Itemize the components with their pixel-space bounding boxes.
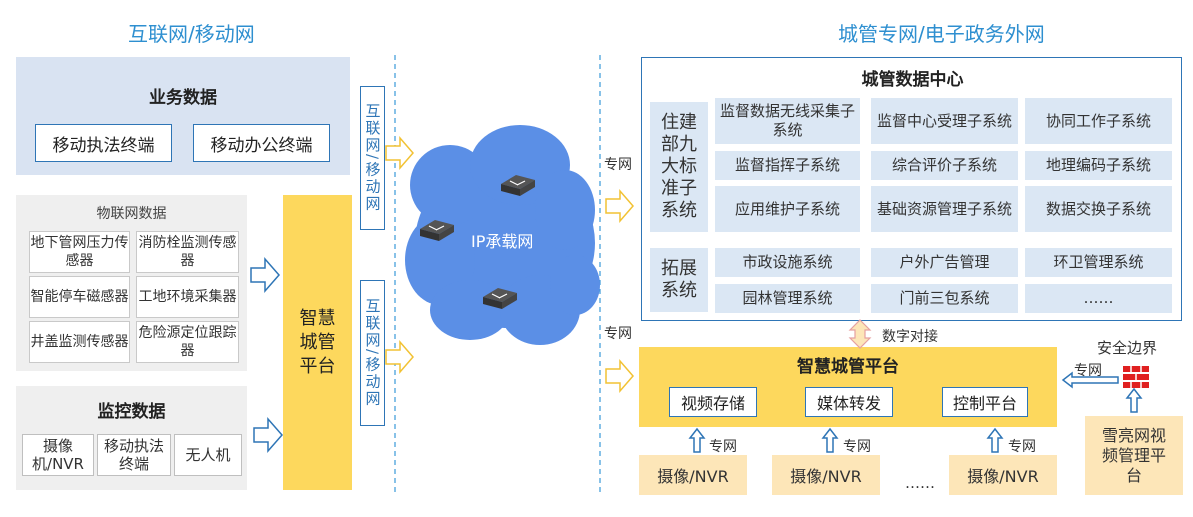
zhuanwang-label-3: 专网 xyxy=(1074,363,1102,379)
business-data-title: 业务数据 xyxy=(149,87,217,108)
smart-urban-platform-left: 智慧城管平台 xyxy=(283,195,352,490)
blue-arrows xyxy=(250,257,1143,453)
security-boundary-label: 安全边界 xyxy=(1097,339,1158,357)
digital-docking-label: 数字对接 xyxy=(882,329,938,345)
zhuanwang-label-1: 专网 xyxy=(604,157,632,173)
subsystem-basic-resources: 基础资源管理子系统 xyxy=(871,186,1018,232)
router-icon-2 xyxy=(420,220,454,241)
media-forwarding-box: 媒体转发 xyxy=(805,387,893,417)
video-storage-box: 视频存储 xyxy=(669,387,757,417)
control-platform-box: 控制平台 xyxy=(942,387,1028,417)
router-icon-3 xyxy=(483,288,517,309)
arrow-up-icon xyxy=(1125,387,1143,413)
monitor-mobile-terminal: 移动执法终端 xyxy=(97,434,171,476)
network-label-top: 互联网/移动网 xyxy=(360,86,385,230)
subsystem-data-exchange: 数据交换子系统 xyxy=(1025,186,1172,232)
camera-nvr-box-3: 摄像/NVR xyxy=(949,455,1057,495)
ext-outdoor-ads: 户外广告管理 xyxy=(871,248,1018,277)
xueliang-video-platform-label: 雪亮网视频管理平台 xyxy=(1101,425,1166,485)
monitor-camera-nvr: 摄像机/NVR xyxy=(22,434,94,476)
subsystem-command: 监督指挥子系统 xyxy=(715,151,860,180)
monitor-data-title: 监控数据 xyxy=(97,401,166,422)
subsystem-wireless-collection: 监督数据无线采集子系统 xyxy=(715,98,860,144)
zhuanwang-label-6: 专网 xyxy=(1008,439,1036,455)
arrow-left-icon xyxy=(1061,371,1119,389)
smart-urban-platform-right: 智慧城管平台 视频存储 媒体转发 控制平台 xyxy=(639,347,1057,427)
extended-systems-label-text: 拓展系统 xyxy=(661,258,697,301)
iot-data-panel: 物联网数据 地下管网压力传感器 消防栓监测传感器 智能停车磁感器 工地环境采集器… xyxy=(16,195,247,371)
data-center-title: 城管数据中心 xyxy=(861,69,964,90)
network-label-top-text: 互联网/移动网 xyxy=(363,103,382,213)
arrow-right-icon xyxy=(250,257,280,293)
data-center-panel: 城管数据中心 住建部九大标准子系统 监督数据无线采集子系统 监督中心受理子系统 … xyxy=(641,57,1182,321)
monitor-drone: 无人机 xyxy=(174,434,242,476)
subsystem-collaboration: 协同工作子系统 xyxy=(1025,98,1172,144)
iot-sensor-hydrant: 消防栓监测传感器 xyxy=(136,231,239,273)
arrow-up-icon xyxy=(688,427,706,453)
arrow-right-icon xyxy=(253,417,283,453)
arrow-right-icon xyxy=(385,135,414,171)
smart-urban-platform-left-label: 智慧城管平台 xyxy=(299,307,336,377)
double-arrow-icon xyxy=(848,319,872,349)
ext-storefront: 门前三包系统 xyxy=(871,284,1018,313)
zhuanwang-label-2: 专网 xyxy=(604,326,632,342)
camera-nvr-box-2: 摄像/NVR xyxy=(772,455,880,495)
ext-more: …… xyxy=(1025,284,1172,313)
iot-sensor-parking: 智能停车磁感器 xyxy=(29,276,130,318)
arrow-right-icon xyxy=(385,339,414,375)
camera-more-ellipsis: …… xyxy=(905,474,935,492)
network-label-bottom-text: 互联网/移动网 xyxy=(363,298,382,408)
smart-urban-platform-right-title: 智慧城管平台 xyxy=(797,356,899,377)
network-label-bottom: 互联网/移动网 xyxy=(360,280,385,426)
router-icon-1 xyxy=(501,175,535,196)
iot-sensor-manhole: 井盖监测传感器 xyxy=(29,321,130,363)
ext-municipal-facilities: 市政设施系统 xyxy=(715,248,860,277)
left-header: 互联网/移动网 xyxy=(128,22,255,46)
extended-systems-label: 拓展系统 xyxy=(650,248,708,312)
right-header: 城管专网/电子政务外网 xyxy=(838,22,1045,46)
subsystem-geocoding: 地理编码子系统 xyxy=(1025,151,1172,180)
subsystem-monitor-center: 监督中心受理子系统 xyxy=(871,98,1018,144)
ext-landscaping: 园林管理系统 xyxy=(715,284,860,313)
business-data-panel: 业务数据 移动执法终端 移动办公终端 xyxy=(16,57,350,175)
arrow-up-icon xyxy=(986,427,1004,453)
arrow-right-icon xyxy=(605,358,634,394)
xueliang-video-platform: 雪亮网视频管理平台 xyxy=(1085,416,1183,495)
iot-data-title: 物联网数据 xyxy=(96,206,167,222)
ip-network-label: IP承载网 xyxy=(471,232,534,251)
camera-nvr-box-1: 摄像/NVR xyxy=(639,455,747,495)
mobile-office-terminal: 移动办公终端 xyxy=(193,124,330,162)
yellow-arrows xyxy=(385,135,634,394)
standard-subsystems-label: 住建部九大标准子系统 xyxy=(650,102,708,232)
subsystem-evaluation: 综合评价子系统 xyxy=(871,151,1018,180)
subsystem-maintenance: 应用维护子系统 xyxy=(715,186,860,232)
iot-sensor-construction: 工地环境采集器 xyxy=(136,276,239,318)
monitor-data-panel: 监控数据 摄像机/NVR 移动执法终端 无人机 xyxy=(16,386,247,490)
zhuanwang-label-5: 专网 xyxy=(843,439,871,455)
iot-sensor-pipe-pressure: 地下管网压力传感器 xyxy=(29,231,130,273)
arrow-up-icon xyxy=(821,427,839,453)
mobile-enforcement-terminal: 移动执法终端 xyxy=(35,124,172,162)
arrow-right-icon xyxy=(605,188,634,224)
iot-sensor-hazard-tracker: 危险源定位跟踪器 xyxy=(136,321,239,363)
ext-sanitation: 环卫管理系统 xyxy=(1025,248,1172,277)
zhuanwang-label-4: 专网 xyxy=(709,439,737,455)
standard-subsystems-label-text: 住建部九大标准子系统 xyxy=(661,112,697,221)
